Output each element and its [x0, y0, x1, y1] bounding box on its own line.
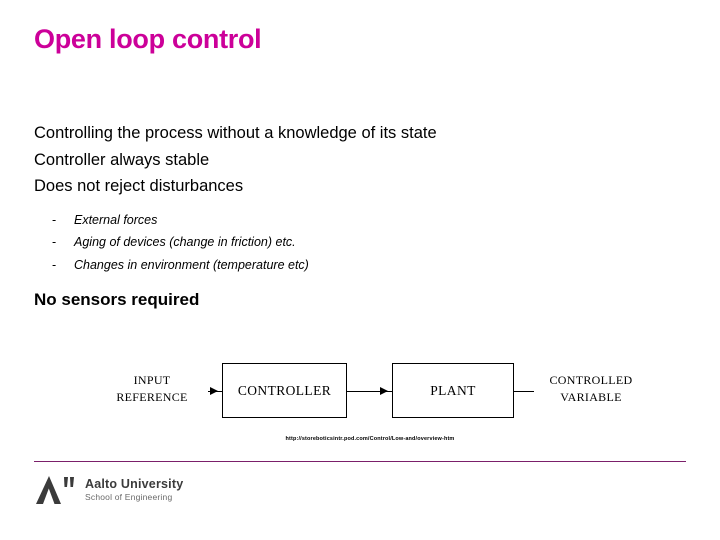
bullet-item: Controller always stable: [34, 150, 210, 169]
block-plant: PLANT: [392, 363, 514, 418]
page-title: Open loop control: [34, 24, 262, 54]
wire-input-to-controller: [208, 391, 232, 392]
aalto-logo-mark-icon: [34, 473, 76, 507]
wire-plant-to-output: [514, 391, 534, 392]
aalto-logo-text: Aalto University School of Engineering: [85, 477, 183, 502]
control-loop-diagram: INPUT REFERENCE CONTROLLER PLANT CONTROL…: [90, 358, 650, 442]
block-controller: CONTROLLER: [222, 363, 347, 418]
sub-bullet-item: - Aging of devices (change in friction) e…: [52, 231, 674, 253]
arrow-into-plant-icon: [380, 386, 388, 395]
bullet-list: Controlling the process without a knowle…: [34, 120, 674, 310]
diagram-output-label: CONTROLLED VARIABLE: [549, 373, 633, 405]
sub-bullet-marker: -: [52, 257, 57, 272]
bullet-item: Controlling the process without a knowle…: [34, 124, 437, 142]
diagram-input-label: INPUT REFERENCE: [116, 373, 188, 405]
sub-bullet-item: - External forces: [52, 209, 674, 231]
sub-bullet-marker: -: [52, 235, 57, 250]
sub-bullet-label: Changes in environment (temperature etc): [74, 257, 309, 272]
sub-bullet-label: Aging of devices (change in friction) et…: [74, 235, 296, 250]
diagram-source-credit: http://storeboticsintr.pod.com/Control/L…: [285, 436, 455, 442]
arrow-into-controller-icon: [210, 386, 218, 395]
sub-bullet-list: - External forces - Aging of devices (chan…: [52, 209, 674, 276]
logo-university-name: Aalto University: [85, 477, 184, 492]
sub-bullet-label: External forces: [74, 213, 158, 228]
bullet-item: Does not reject disturbances: [34, 177, 244, 196]
aalto-logo: Aalto University School of Engineering: [34, 473, 183, 507]
bullet-item-emphasis: No sensors required: [34, 289, 200, 309]
sub-bullet-item: - Changes in environment (temperature etc…: [52, 254, 674, 276]
footer-divider: [34, 461, 686, 462]
logo-school-name: School of Engineering: [85, 491, 173, 502]
wire-controller-to-plant: [347, 391, 393, 392]
sub-bullet-marker: -: [52, 213, 57, 228]
